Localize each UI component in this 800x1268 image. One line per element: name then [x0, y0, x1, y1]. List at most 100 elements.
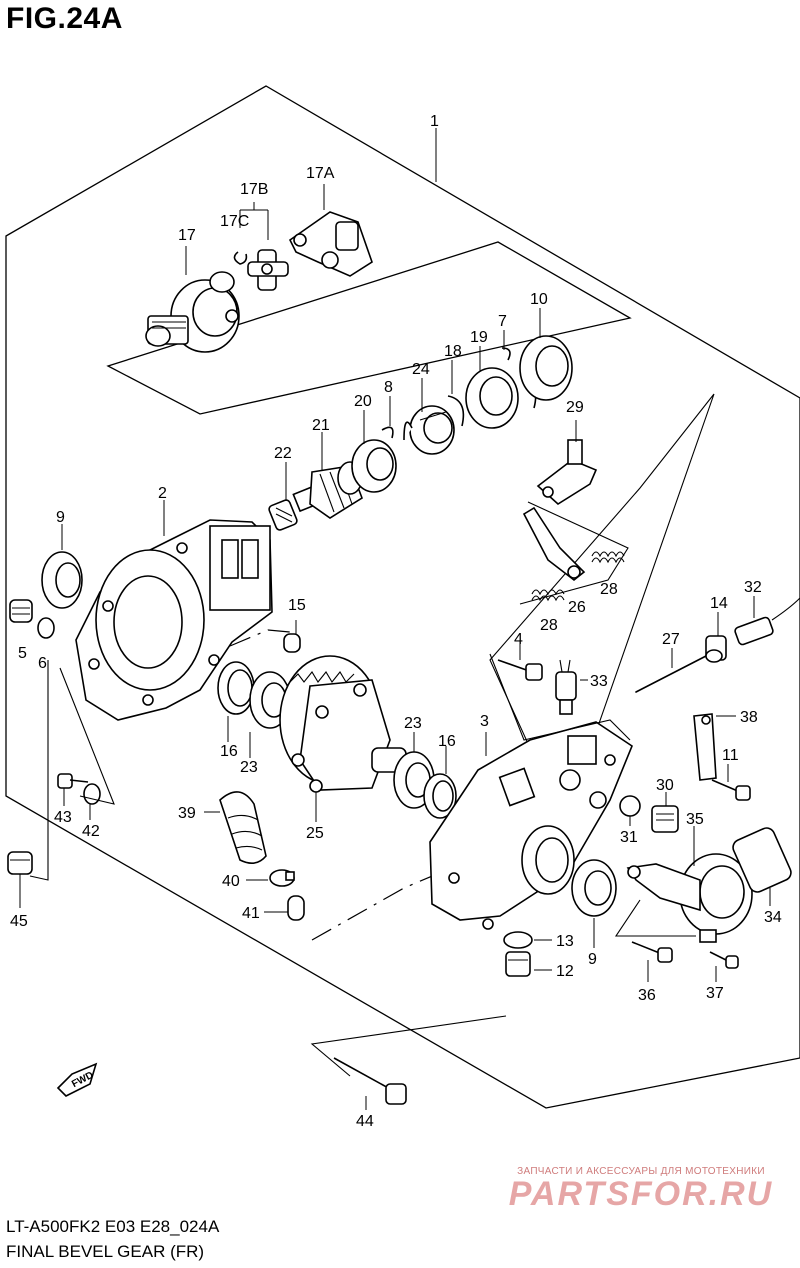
- left-bolt-guide: [59, 667, 115, 805]
- label-17: 17: [178, 227, 196, 244]
- gear-case-2: [75, 519, 273, 721]
- label-17b: 17B: [240, 181, 268, 198]
- shift-fork-29: [536, 439, 598, 505]
- o-ring-31: [619, 795, 641, 817]
- label-16-left: 16: [220, 743, 238, 760]
- label-35: 35: [686, 811, 704, 828]
- watermark: ЗАПЧАСТИ И АКСЕССУАРЫ ДЛЯ МОТОТЕХНИКИ PA…: [486, 1166, 796, 1211]
- cap-14: [705, 635, 727, 663]
- sensor-32: [734, 597, 800, 646]
- bearing-19: [465, 367, 519, 429]
- label-10: 10: [530, 291, 548, 308]
- label-9-left: 9: [56, 509, 65, 526]
- boot-39: [219, 791, 267, 864]
- cross-joint-17b: [247, 249, 289, 291]
- oil-seal-9-right: [571, 859, 617, 917]
- label-17a: 17A: [306, 165, 335, 182]
- assembly-frame: [5, 85, 800, 1109]
- bracket-35: [626, 863, 701, 912]
- oil-seal-9-left: [41, 551, 83, 609]
- washer-13: [503, 931, 533, 949]
- washer-42: [83, 783, 101, 805]
- needle-bearing-22: [268, 499, 298, 531]
- label-24: 24: [412, 361, 430, 378]
- label-30: 30: [656, 777, 674, 794]
- label-37: 37: [706, 985, 724, 1002]
- model-code: LT-A500FK2 E03 E28_024A: [6, 1217, 220, 1236]
- figure-caption: FINAL BEVEL GEAR (FR): [6, 1242, 205, 1261]
- bolt-4: [497, 659, 543, 681]
- label-12: 12: [556, 963, 574, 980]
- case-bolt-guide: [489, 653, 631, 741]
- switch-33: [555, 659, 577, 715]
- bolt-43: [57, 773, 89, 789]
- bracket-38: [693, 713, 717, 781]
- label-19: 19: [470, 329, 488, 346]
- bolt-37: [709, 951, 739, 969]
- bolt-11: [711, 779, 751, 801]
- o-ring-6: [37, 617, 55, 639]
- shift-lever-26: [522, 506, 586, 582]
- shim-16-left: [217, 661, 255, 715]
- label-3: 3: [480, 713, 489, 730]
- label-21: 21: [312, 417, 330, 434]
- actuator-34: [679, 827, 792, 943]
- gear-case-3: [429, 721, 633, 930]
- bolt-44-guide: [310, 1015, 507, 1077]
- dowel-pin-15: [283, 633, 301, 653]
- label-22: 22: [274, 445, 292, 462]
- watermark-logo: PARTSFOR.RU: [508, 1175, 774, 1213]
- case-locator-line: [229, 629, 291, 647]
- label-39: 39: [178, 805, 196, 822]
- fwd-direction-arrow: FWD: [56, 1062, 98, 1097]
- actuator-guide-line: [614, 899, 696, 937]
- label-17c: 17C: [220, 213, 249, 230]
- part-labels: 1 17B 17A 17C 17 10 7 19 18 24 8 20 29 2…: [10, 113, 782, 1130]
- label-6: 6: [38, 655, 47, 672]
- bolt-45-leader: [29, 660, 49, 881]
- label-41: 41: [242, 905, 260, 922]
- label-29: 29: [566, 399, 584, 416]
- label-36: 36: [638, 987, 656, 1004]
- snap-ring-24: [403, 421, 413, 441]
- label-43: 43: [54, 809, 72, 826]
- label-44: 44: [356, 1113, 374, 1130]
- label-42: 42: [82, 823, 100, 840]
- filler-cap-5: [9, 599, 33, 623]
- label-7: 7: [498, 313, 507, 330]
- label-18: 18: [444, 343, 462, 360]
- label-40: 40: [222, 873, 240, 890]
- label-1: 1: [430, 113, 439, 130]
- watermark-tagline: ЗАПЧАСТИ И АКСЕССУАРЫ ДЛЯ МОТОТЕХНИКИ: [517, 1166, 765, 1177]
- label-20: 20: [354, 393, 372, 410]
- label-5: 5: [18, 645, 27, 662]
- label-27: 27: [662, 631, 680, 648]
- label-16-right: 16: [438, 733, 456, 750]
- bearing-20: [351, 439, 397, 493]
- label-13: 13: [556, 933, 574, 950]
- label-11: 11: [722, 747, 739, 764]
- label-23-left: 23: [240, 759, 258, 776]
- spring-28-left: [531, 589, 565, 602]
- label-28-right: 28: [600, 581, 618, 598]
- differential-25: [279, 655, 407, 793]
- label-25: 25: [306, 825, 324, 842]
- label-2: 2: [158, 485, 167, 502]
- oil-seal-10: [519, 335, 573, 401]
- label-15: 15: [288, 597, 306, 614]
- label-38: 38: [740, 709, 758, 726]
- label-32: 32: [744, 579, 762, 596]
- clamp-40: [269, 869, 295, 887]
- pin-41: [287, 895, 305, 921]
- label-4: 4: [514, 631, 523, 648]
- label-23-right: 23: [404, 715, 422, 732]
- shim-18: [447, 395, 465, 427]
- label-8: 8: [384, 379, 393, 396]
- label-28-left: 28: [540, 617, 558, 634]
- sleeve-30: [651, 805, 679, 833]
- circlip-7: [501, 347, 511, 361]
- yoke-flange-17: [145, 271, 240, 353]
- bolt-45: [7, 851, 33, 875]
- shift-subframe: [489, 393, 715, 771]
